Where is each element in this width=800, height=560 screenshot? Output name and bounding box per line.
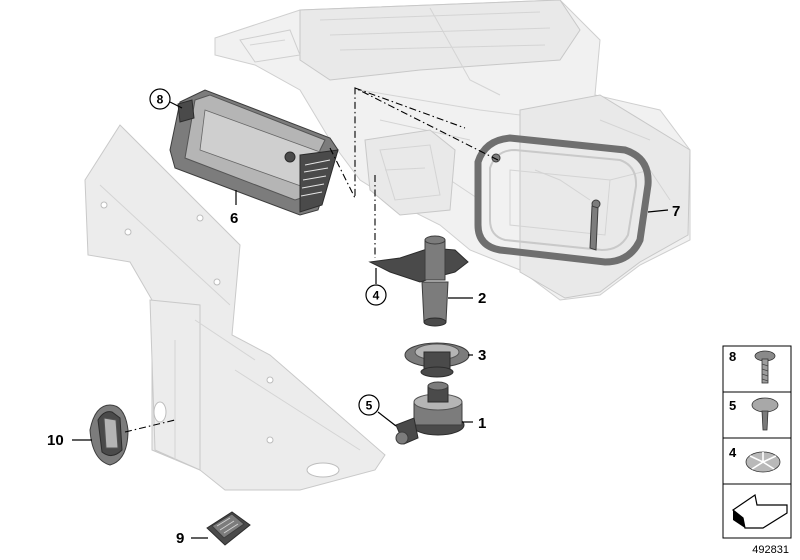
svg-text:6: 6 [230, 210, 238, 227]
callout-7: 7 [672, 203, 680, 220]
grommet-part-10[interactable] [89, 404, 129, 466]
svg-text:2: 2 [478, 290, 486, 307]
hardware-legend: 8 5 4 [722, 345, 792, 539]
svg-text:7: 7 [672, 203, 680, 220]
legend-item-8: 8 [729, 349, 776, 384]
filter-cover-part-6[interactable] [169, 89, 339, 216]
spring-nut-icon [745, 451, 781, 473]
svg-text:10: 10 [47, 432, 64, 449]
callout-1: 1 [478, 415, 486, 432]
arrow-symbol-icon [731, 493, 788, 529]
svg-text:9: 9 [176, 530, 184, 547]
legend-item-4: 4 [729, 445, 781, 473]
callout-10: 10 [47, 432, 64, 449]
callout-3: 3 [478, 347, 486, 364]
callout-2: 2 [478, 290, 486, 307]
svg-text:1: 1 [478, 415, 486, 432]
expanding-rivet-icon [751, 397, 779, 431]
callout-9: 9 [176, 530, 184, 547]
svg-text:4: 4 [373, 289, 380, 303]
legend-item-5: 5 [729, 397, 779, 431]
connector-part-9[interactable] [206, 511, 251, 546]
leader-lines [72, 101, 669, 539]
assembly-lines [124, 87, 499, 433]
circled-callout-5: 5 [358, 394, 380, 416]
svg-text:5: 5 [729, 398, 736, 413]
svg-text:5: 5 [366, 399, 373, 413]
grommet-part-3[interactable] [404, 342, 470, 378]
diagram-id: 492831 [752, 544, 789, 556]
circled-callout-8: 8 [149, 88, 171, 110]
seal-frame-part-7[interactable] [474, 134, 652, 266]
mount-part-1[interactable] [395, 381, 465, 445]
legend-item-arrow [731, 493, 788, 529]
svg-text:3: 3 [478, 347, 486, 364]
svg-text:8: 8 [157, 93, 164, 107]
svg-text:8: 8 [729, 349, 736, 364]
circled-callout-4: 4 [365, 284, 387, 306]
screw-icon [754, 350, 776, 384]
svg-text:4: 4 [729, 445, 737, 460]
callout-6: 6 [230, 210, 238, 227]
support-bracket-ghost [84, 124, 386, 491]
actuator-bracket-part-2[interactable] [368, 235, 469, 327]
